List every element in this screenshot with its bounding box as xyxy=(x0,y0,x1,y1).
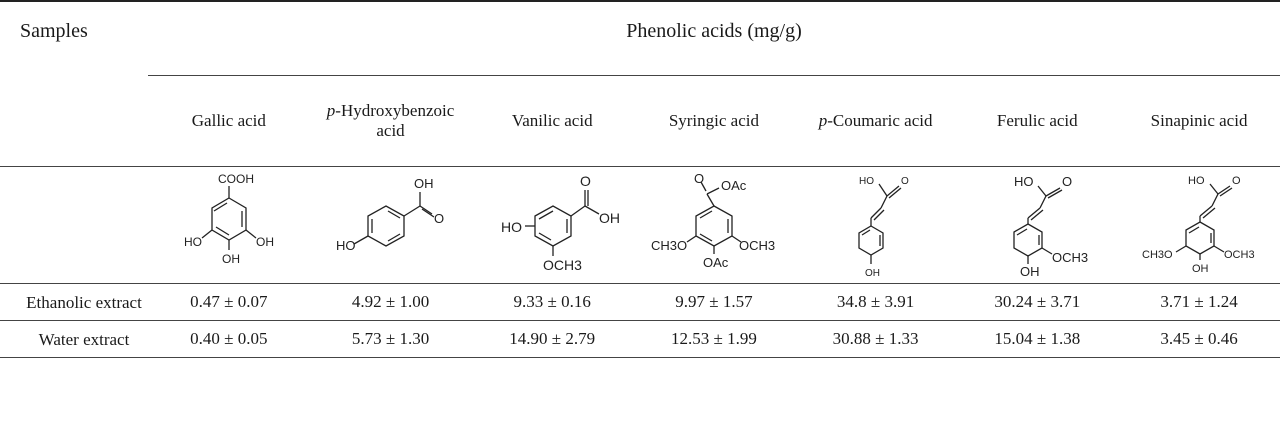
ferulic-acid-structure-icon: HO O OCH3 OH xyxy=(1013,174,1088,279)
acid-names-row: Gallic acid p-Hydroxybenzoic acid Vanili… xyxy=(0,75,1280,167)
svg-text:HO: HO xyxy=(184,235,202,249)
sample-label: Ethanolic extract xyxy=(0,283,148,321)
structure-sinapinic: HO O CH3O OCH3 OH xyxy=(1118,166,1280,284)
value-cell: 12.53 ± 1.99 xyxy=(633,320,795,358)
data-table: Samples Phenolic acids (mg/g) Gallic aci… xyxy=(0,0,1280,358)
acid-name-sinapinic: Sinapinic acid xyxy=(1118,75,1280,167)
value-cell: 0.40 ± 0.05 xyxy=(148,320,310,358)
svg-text:OAc: OAc xyxy=(721,178,747,193)
structure-ferulic: HO O OCH3 OH xyxy=(956,166,1119,284)
group-header: Phenolic acids (mg/g) xyxy=(148,0,1280,76)
value-cell: 0.47 ± 0.07 xyxy=(148,283,310,321)
structure-hydroxybenzoic: OH O HO xyxy=(309,166,472,284)
svg-text:HO: HO xyxy=(859,176,874,187)
value-cell: 15.04 ± 1.38 xyxy=(956,320,1119,358)
syringic-acid-structure-icon: O OAc CH3O OCH3 OAc xyxy=(651,171,775,270)
value-cell: 9.33 ± 0.16 xyxy=(471,283,634,321)
acid-name-hydroxybenzoic: p-Hydroxybenzoic acid xyxy=(309,75,472,167)
samples-header: Samples xyxy=(0,0,148,167)
structure-syringic: O OAc CH3O OCH3 OAc xyxy=(633,166,795,284)
svg-text:OCH3: OCH3 xyxy=(1224,249,1255,261)
svg-text:HO: HO xyxy=(336,238,356,253)
svg-text:OH: OH xyxy=(865,268,880,278)
svg-text:OAc: OAc xyxy=(703,255,729,270)
vanilic-acid-structure-icon: O OH HO OCH3 xyxy=(501,173,620,273)
svg-text:HO: HO xyxy=(1014,174,1034,189)
svg-text:OCH3: OCH3 xyxy=(1052,250,1088,265)
svg-text:OH: OH xyxy=(222,252,240,266)
structure-gallic: COOH HO OH OH xyxy=(148,166,310,284)
svg-text:O: O xyxy=(580,173,591,189)
value-cell: 5.73 ± 1.30 xyxy=(309,320,472,358)
value-cell: 3.45 ± 0.46 xyxy=(1118,320,1280,358)
gallic-acid-structure-icon: COOH HO OH OH xyxy=(184,172,274,266)
svg-text:O: O xyxy=(901,176,909,187)
svg-text:OH: OH xyxy=(599,210,620,226)
acid-name-vanilic: Vanilic acid xyxy=(471,75,634,167)
svg-text:O: O xyxy=(694,171,704,186)
svg-text:OCH3: OCH3 xyxy=(739,238,775,253)
svg-text:HO: HO xyxy=(501,219,522,235)
value-cell: 14.90 ± 2.79 xyxy=(471,320,634,358)
svg-text:OCH3: OCH3 xyxy=(543,257,582,273)
svg-text:CH3O: CH3O xyxy=(651,238,687,253)
structure-coumaric: HO O OH xyxy=(794,166,957,284)
coumaric-acid-structure-icon: HO O OH xyxy=(857,176,909,279)
svg-text:OH: OH xyxy=(414,176,434,191)
svg-text:OH: OH xyxy=(256,235,274,249)
svg-text:O: O xyxy=(434,211,444,226)
acid-name-coumaric: p-Coumaric acid xyxy=(794,75,957,167)
value-cell: 9.97 ± 1.57 xyxy=(633,283,795,321)
value-cell: 30.24 ± 3.71 xyxy=(956,283,1119,321)
hydroxybenzoic-acid-structure-icon: OH O HO xyxy=(336,176,444,253)
svg-text:CH3O: CH3O xyxy=(1142,249,1173,261)
svg-text:O: O xyxy=(1062,174,1072,189)
svg-text:OH: OH xyxy=(1192,263,1209,275)
structure-blank-cell xyxy=(0,166,148,284)
value-cell: 30.88 ± 1.33 xyxy=(794,320,957,358)
structures-row: COOH HO OH OH OH O HO xyxy=(0,166,1280,284)
svg-text:OH: OH xyxy=(1020,264,1040,278)
value-cell: 34.8 ± 3.91 xyxy=(794,283,957,321)
svg-text:COOH: COOH xyxy=(218,172,254,186)
svg-text:HO: HO xyxy=(1188,175,1205,187)
header-row: Samples Phenolic acids (mg/g) xyxy=(0,0,1280,167)
sinapinic-acid-structure-icon: HO O CH3O OCH3 OH xyxy=(1142,175,1255,275)
acid-name-gallic: Gallic acid xyxy=(148,75,310,167)
sample-label: Water extract xyxy=(0,320,148,358)
svg-text:O: O xyxy=(1232,175,1241,187)
value-cell: 4.92 ± 1.00 xyxy=(309,283,472,321)
table-row: Water extract 0.40 ± 0.05 5.73 ± 1.30 14… xyxy=(0,320,1280,358)
acid-name-ferulic: Ferulic acid xyxy=(956,75,1119,167)
structure-vanilic: O OH HO OCH3 xyxy=(471,166,634,284)
acid-name-syringic: Syringic acid xyxy=(633,75,795,167)
value-cell: 3.71 ± 1.24 xyxy=(1118,283,1280,321)
table-row: Ethanolic extract 0.47 ± 0.07 4.92 ± 1.0… xyxy=(0,283,1280,321)
